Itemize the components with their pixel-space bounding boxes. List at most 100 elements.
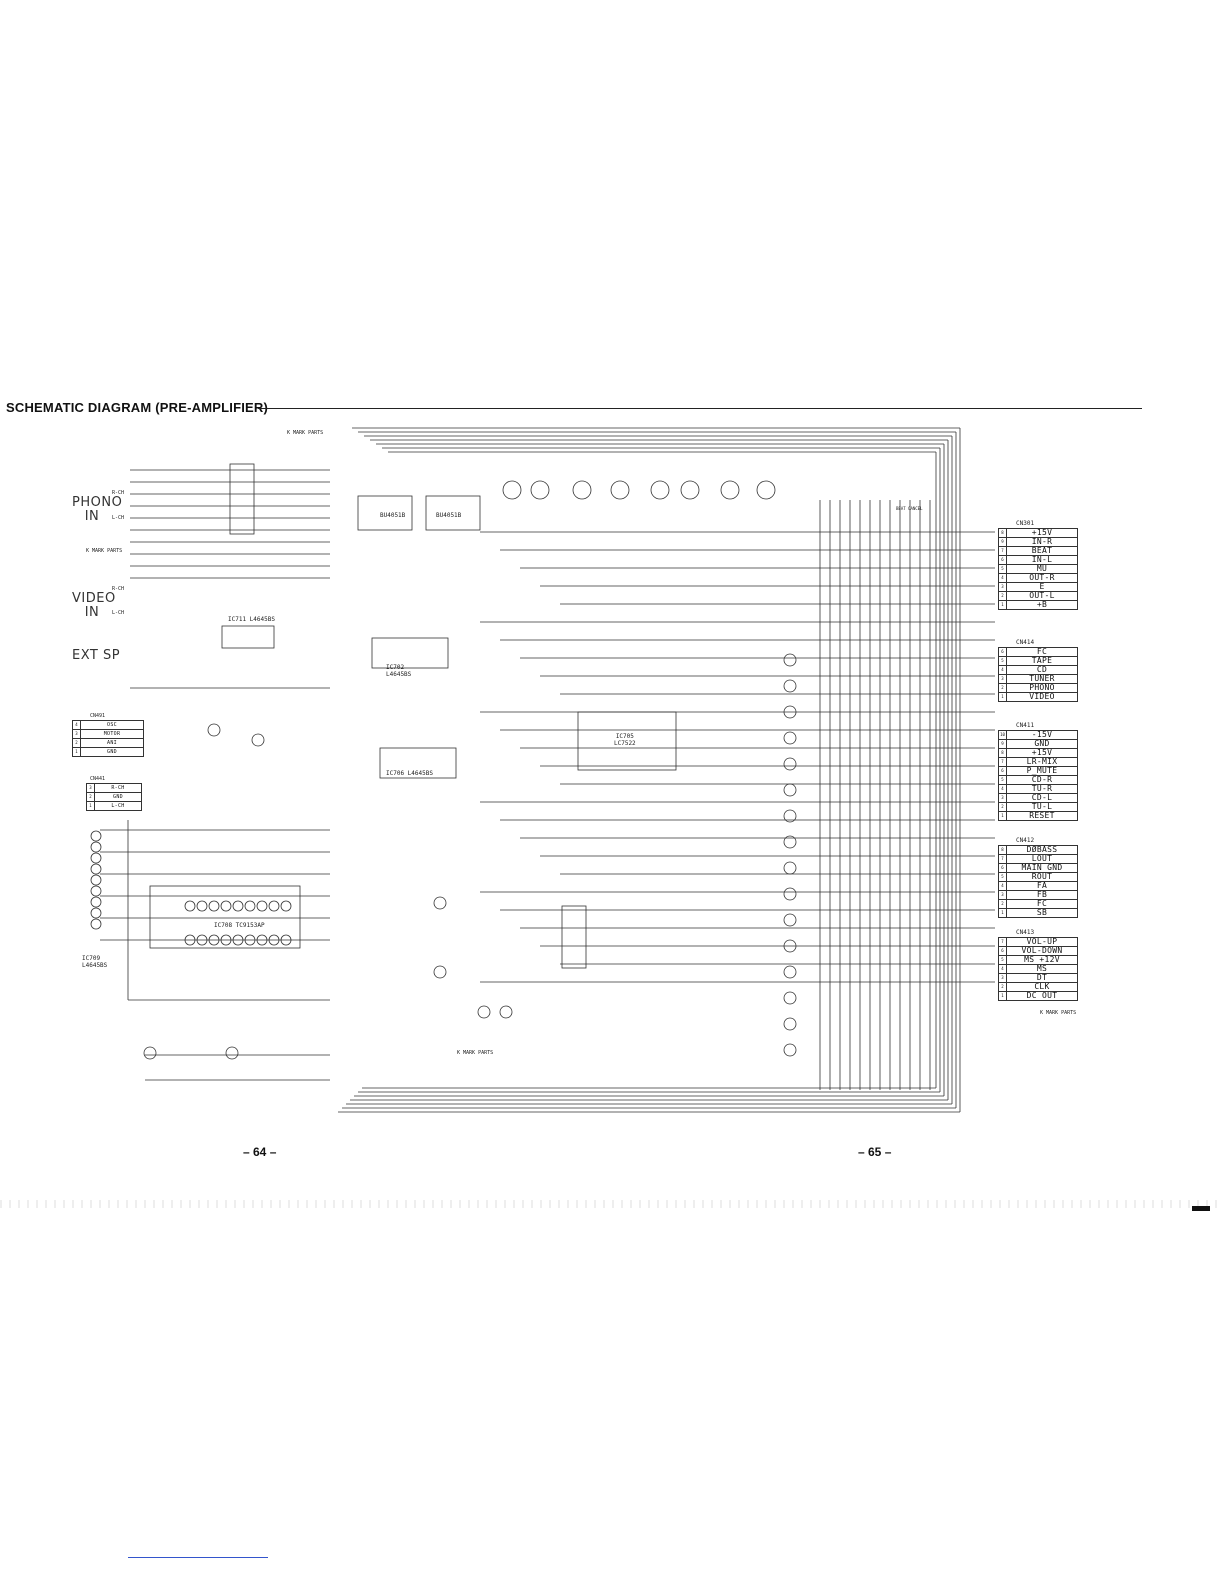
transistor-symbol — [207, 723, 221, 737]
transistor-symbol — [783, 783, 797, 797]
transistor-symbol — [143, 1046, 157, 1060]
ext-sp-label: EXT SP — [72, 648, 121, 663]
bu4051-a-label: BU4051B — [380, 512, 406, 519]
cn301-pin-number: 8 — [998, 528, 1007, 538]
beat-cancel-label: BEAT CANCEL — [896, 506, 923, 511]
ic-body — [425, 495, 481, 531]
cn301-pin-signal: +B — [1006, 600, 1078, 610]
transistor-symbol — [90, 852, 102, 864]
cn412-pin-number: 8 — [998, 845, 1007, 855]
cn491-pin-number: 4 — [72, 720, 81, 730]
transistor-symbol — [90, 918, 102, 930]
cn411-pin-number: 4 — [998, 784, 1007, 794]
cn414-pin-number: 6 — [998, 647, 1007, 657]
transistor-symbol — [90, 907, 102, 919]
transistor-symbol — [232, 934, 244, 946]
transistor-symbol — [783, 679, 797, 693]
transistor-symbol — [90, 863, 102, 875]
ic-body — [561, 905, 587, 969]
cn412-name: CN412 — [1016, 837, 1035, 844]
cn441-pin-number: 3 — [86, 783, 95, 793]
cn301-name: CN301 — [1016, 520, 1035, 527]
mark-parts-label-bottom: K MARK PARTS — [457, 1050, 494, 1056]
cn491-name: CN491 — [90, 713, 106, 719]
video-rch-label: R-CH — [112, 586, 125, 592]
transistor-symbol — [90, 896, 102, 908]
ic-body — [229, 463, 255, 535]
ic705-label: IC705 LC7522 — [614, 733, 636, 747]
transistor-symbol — [256, 900, 268, 912]
ic-body — [149, 885, 301, 949]
cn491-pin-signal: MOTOR — [80, 729, 144, 739]
cn413-pin-number: 6 — [998, 946, 1007, 956]
transistor-symbol — [783, 991, 797, 1005]
ic702-label: IC702 L4645BS — [386, 664, 412, 678]
transistor-symbol — [268, 900, 280, 912]
cn301-pin-number: 1 — [998, 600, 1007, 610]
cn413-pin-number: 4 — [998, 964, 1007, 974]
transistor-symbol — [225, 1046, 239, 1060]
transistor-symbol — [783, 861, 797, 875]
mark-parts-label-left: K MARK PARTS — [86, 548, 123, 554]
cn301-pin-number: 7 — [998, 546, 1007, 556]
transistor-symbol — [783, 731, 797, 745]
transistor-symbol — [783, 887, 797, 901]
cn411-pin-number: 7 — [998, 757, 1007, 767]
bu4051-b-label: BU4051B — [436, 512, 462, 519]
cn441-pin-number: 1 — [86, 801, 95, 811]
transistor-symbol — [90, 830, 102, 842]
transistor-symbol — [783, 653, 797, 667]
cn411-pin-number: 6 — [998, 766, 1007, 776]
transistor-symbol — [433, 896, 447, 910]
transistor-symbol — [256, 934, 268, 946]
transistor-symbol — [196, 934, 208, 946]
phono-rch-label: R-CH — [112, 490, 125, 496]
transistor-symbol — [783, 939, 797, 953]
cn301-pin-number: 6 — [998, 555, 1007, 565]
cn413-pin-number: 5 — [998, 955, 1007, 965]
cn414-pin-number: 2 — [998, 683, 1007, 693]
video-lch-label: L-CH — [112, 610, 125, 616]
cn411-pin-signal: RESET — [1006, 811, 1078, 821]
cn412-pin-number: 3 — [998, 890, 1007, 900]
mark-parts-label-right: K MARK PARTS — [1040, 1010, 1077, 1016]
transistor-symbol — [783, 965, 797, 979]
cn413-pin-number: 1 — [998, 991, 1007, 1001]
transistor-symbol — [90, 874, 102, 886]
transistor-symbol — [208, 934, 220, 946]
transistor-symbol — [680, 480, 700, 500]
cn412-pin-number: 7 — [998, 854, 1007, 864]
ic-body — [379, 747, 457, 779]
transistor-symbol — [783, 1017, 797, 1031]
cn491-pin-number: 1 — [72, 747, 81, 757]
cn411-pin-number: 3 — [998, 793, 1007, 803]
transistor-symbol — [783, 913, 797, 927]
cn411-pin-number: 9 — [998, 739, 1007, 749]
transistor-symbol — [280, 934, 292, 946]
cn301-pin-number: 5 — [998, 564, 1007, 574]
transistor-symbol — [232, 900, 244, 912]
transistor-symbol — [502, 480, 522, 500]
cn412-pin-number: 6 — [998, 863, 1007, 873]
transistor-symbol — [783, 809, 797, 823]
cn301-pin-number: 2 — [998, 591, 1007, 601]
cn411-name: CN411 — [1016, 722, 1035, 729]
registration-mark — [1192, 1206, 1210, 1211]
transistor-symbol — [650, 480, 670, 500]
